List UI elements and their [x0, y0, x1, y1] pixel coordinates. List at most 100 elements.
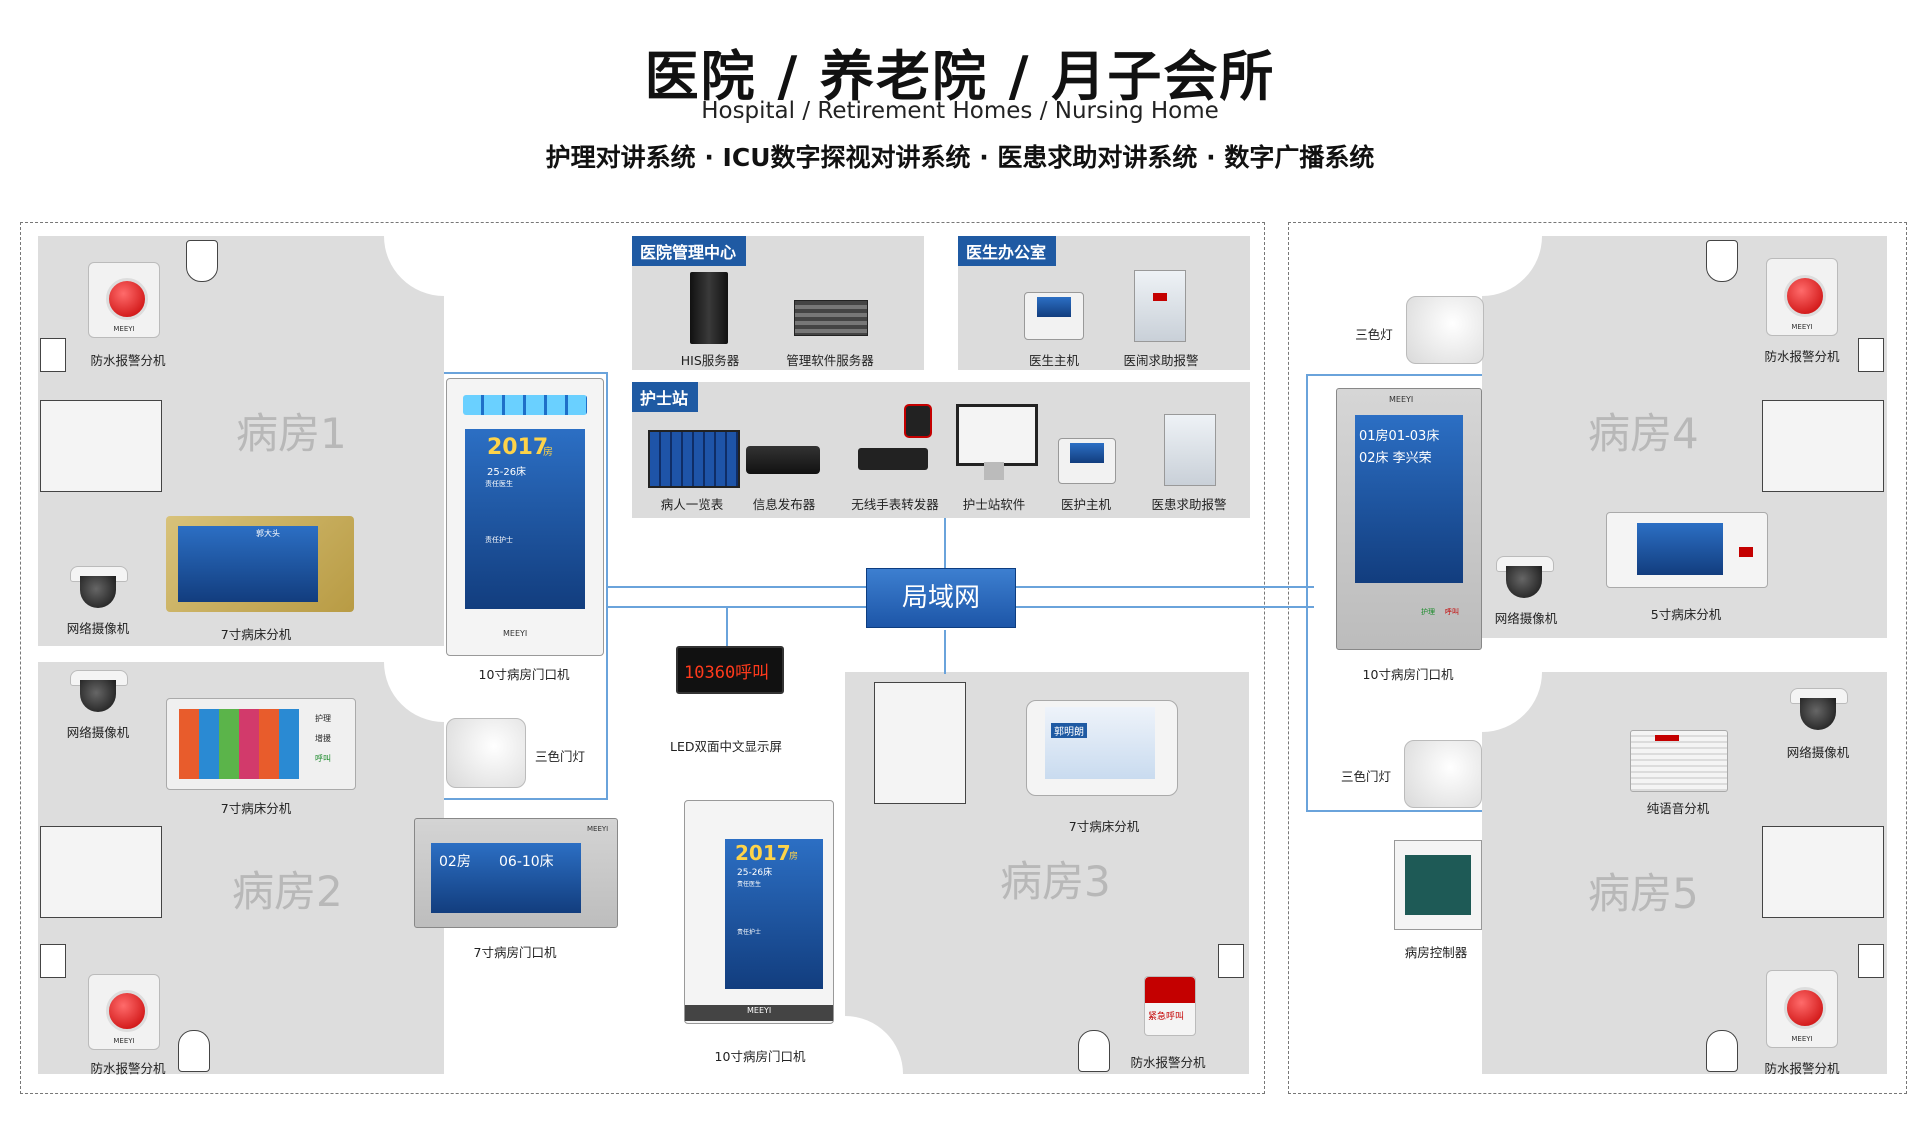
room-5-camera-icon — [1790, 688, 1848, 732]
room-3-emergency-alarm-icon: 紧急呼叫 — [1144, 976, 1196, 1036]
led-display: 10360呼叫 — [676, 646, 784, 694]
door-7-beds: 06-10床 — [499, 854, 554, 870]
room-2-bed — [40, 826, 162, 918]
door-unit-7: 02房 06-10床 MEEYI — [414, 818, 618, 928]
right-zone-frame — [1288, 222, 1907, 1094]
room-3-label: 病房3 — [1000, 857, 1111, 906]
software-server-label: 管理软件服务器 — [786, 353, 874, 368]
room-1-label: 病房1 — [236, 409, 347, 458]
nurse-software-monitor-icon — [956, 404, 1038, 466]
door-right-nursing-button[interactable]: 护理 — [1421, 608, 1435, 616]
room-4-bed — [1762, 400, 1884, 492]
door-7-brand: MEEYI — [587, 825, 609, 833]
door-left-nurse-role: 责任护士 — [485, 536, 513, 544]
doctor-alarm-icon — [1134, 270, 1186, 342]
network-line-right-top — [1306, 374, 1482, 376]
room-3-waterproof-alarm-label: 防水报警分机 — [1130, 1055, 1206, 1070]
room-4-camera-label: 网络摄像机 — [1494, 611, 1558, 626]
room-2-bed-terminal: 护理 增援 呼叫 — [166, 698, 356, 790]
room-2-support-button[interactable]: 增援 — [315, 734, 331, 743]
patient-list-label: 病人一览表 — [660, 497, 724, 512]
door-center-brand: MEEYI — [747, 1006, 772, 1015]
door-left-year: 2017 — [487, 435, 549, 460]
network-line-to-nurse — [944, 518, 946, 568]
nurse-host-label: 医护主机 — [1060, 497, 1111, 512]
room-1-bed-terminal-label: 7寸病床分机 — [220, 627, 292, 642]
doctor-office-title: 医生办公室 — [958, 236, 1057, 266]
tri-color-light-left-label: 三色门灯 — [534, 749, 585, 764]
software-server-icon — [794, 300, 868, 336]
room-5-waterproof-alarm-label: 防水报警分机 — [1764, 1061, 1840, 1076]
room-2-call-button[interactable]: 呼叫 — [315, 754, 331, 763]
room-5-voice-terminal-icon — [1630, 730, 1728, 792]
network-line-right-lower — [1014, 606, 1314, 608]
room-4-camera-icon — [1496, 556, 1554, 600]
room-4-waterproof-alarm-label: 防水报警分机 — [1764, 349, 1840, 364]
network-line-left-top — [444, 372, 608, 374]
room-4-bed-terminal-label: 5寸病床分机 — [1650, 607, 1722, 622]
room-1-sink — [40, 338, 66, 372]
room-5-label: 病房5 — [1588, 869, 1699, 918]
room-2-nursing-button[interactable]: 护理 — [315, 714, 331, 723]
door-right-line1: 01房01-03床 — [1359, 429, 1440, 444]
room-5-toilet — [1706, 1030, 1738, 1072]
door-right-line2: 02床 李兴荣 — [1359, 451, 1432, 466]
info-publisher-icon — [746, 446, 820, 474]
door-unit-10-center: 2017 房 25-26床 责任医生 责任护士 MEEYI — [684, 800, 834, 1024]
room-2-label: 病房2 — [232, 867, 343, 916]
door-center-beds: 25-26床 — [737, 868, 773, 878]
network-line-to-right — [1014, 586, 1314, 588]
room-3-bed — [874, 682, 966, 804]
room-2-camera-icon — [70, 670, 128, 714]
his-server-icon — [690, 272, 728, 344]
door-unit-10-center-label: 10寸病房门口机 — [714, 1049, 806, 1064]
door-right-call-button[interactable]: 呼叫 — [1445, 608, 1459, 616]
room-3-screen-name: 郭明朗 — [1051, 723, 1087, 738]
page-subtitle-english: Hospital / Retirement Homes / Nursing Ho… — [701, 98, 1219, 124]
monitor-stand — [984, 462, 1004, 480]
room-5-camera-label: 网络摄像机 — [1786, 745, 1850, 760]
his-server-label: HIS服务器 — [680, 353, 740, 368]
room-4-waterproof-alarm-icon: MEEYI — [1766, 258, 1838, 336]
room-1-screen-header: 郭大头 — [256, 529, 280, 538]
watch-transmitter-icon — [858, 448, 928, 470]
network-line-left-vertical — [606, 372, 608, 798]
room-1-toilet — [186, 240, 218, 282]
room-1-camera-label: 网络摄像机 — [66, 621, 130, 636]
info-publisher-label: 信息发布器 — [752, 497, 816, 512]
patient-help-alarm-icon — [1164, 414, 1216, 486]
room-4-toilet — [1706, 240, 1738, 282]
door-left-room-suffix: 房 — [543, 447, 553, 458]
door-unit-7-label: 7寸病房门口机 — [473, 945, 557, 960]
doctor-alarm-label: 医闹求助报警 — [1123, 353, 1199, 368]
room-5-voice-terminal-label: 纯语音分机 — [1646, 801, 1710, 816]
room-5-bed — [1762, 826, 1884, 918]
doctor-host-icon — [1024, 292, 1084, 340]
door-center-doctor-role: 责任医生 — [737, 881, 762, 888]
watch-transmitter-label: 无线手表转发器 — [851, 497, 939, 512]
door-left-brand: MEEYI — [503, 629, 528, 638]
door-center-room-suffix: 房 — [789, 852, 799, 862]
door-right-brand: MEEYI — [1389, 395, 1414, 404]
door-center-nurse-role: 责任护士 — [737, 929, 762, 936]
door-unit-10-left: 2017 房 25-26床 责任医生 责任护士 MEEYI — [446, 378, 604, 656]
room-3-bed-terminal-label: 7寸病床分机 — [1068, 819, 1140, 834]
room-5-sink — [1858, 944, 1884, 978]
door-left-beds: 25-26床 — [487, 467, 527, 478]
room-3-toilet — [1078, 1030, 1110, 1072]
room-1-bed-terminal: 郭大头 — [166, 516, 354, 612]
nurse-station-title: 护士站 — [632, 382, 699, 412]
lan-hub: 局域网 — [866, 568, 1016, 628]
network-line-left-bottom — [444, 798, 608, 800]
doctor-host-label: 医生主机 — [1028, 353, 1079, 368]
room-5-waterproof-alarm-icon: MEEYI — [1766, 970, 1838, 1048]
room-2-waterproof-alarm-icon: MEEYI — [88, 974, 160, 1050]
room-5-controller-icon — [1394, 840, 1482, 930]
room-4-bed-terminal — [1606, 512, 1768, 588]
door-center-year: 2017 — [735, 841, 791, 865]
door-unit-10-left-label: 10寸病房门口机 — [478, 667, 570, 682]
room-2-camera-label: 网络摄像机 — [66, 725, 130, 740]
room-1-waterproof-alarm-icon: MEEYI — [88, 262, 160, 338]
room-1-bed — [40, 400, 162, 492]
network-line-to-led — [726, 606, 728, 646]
